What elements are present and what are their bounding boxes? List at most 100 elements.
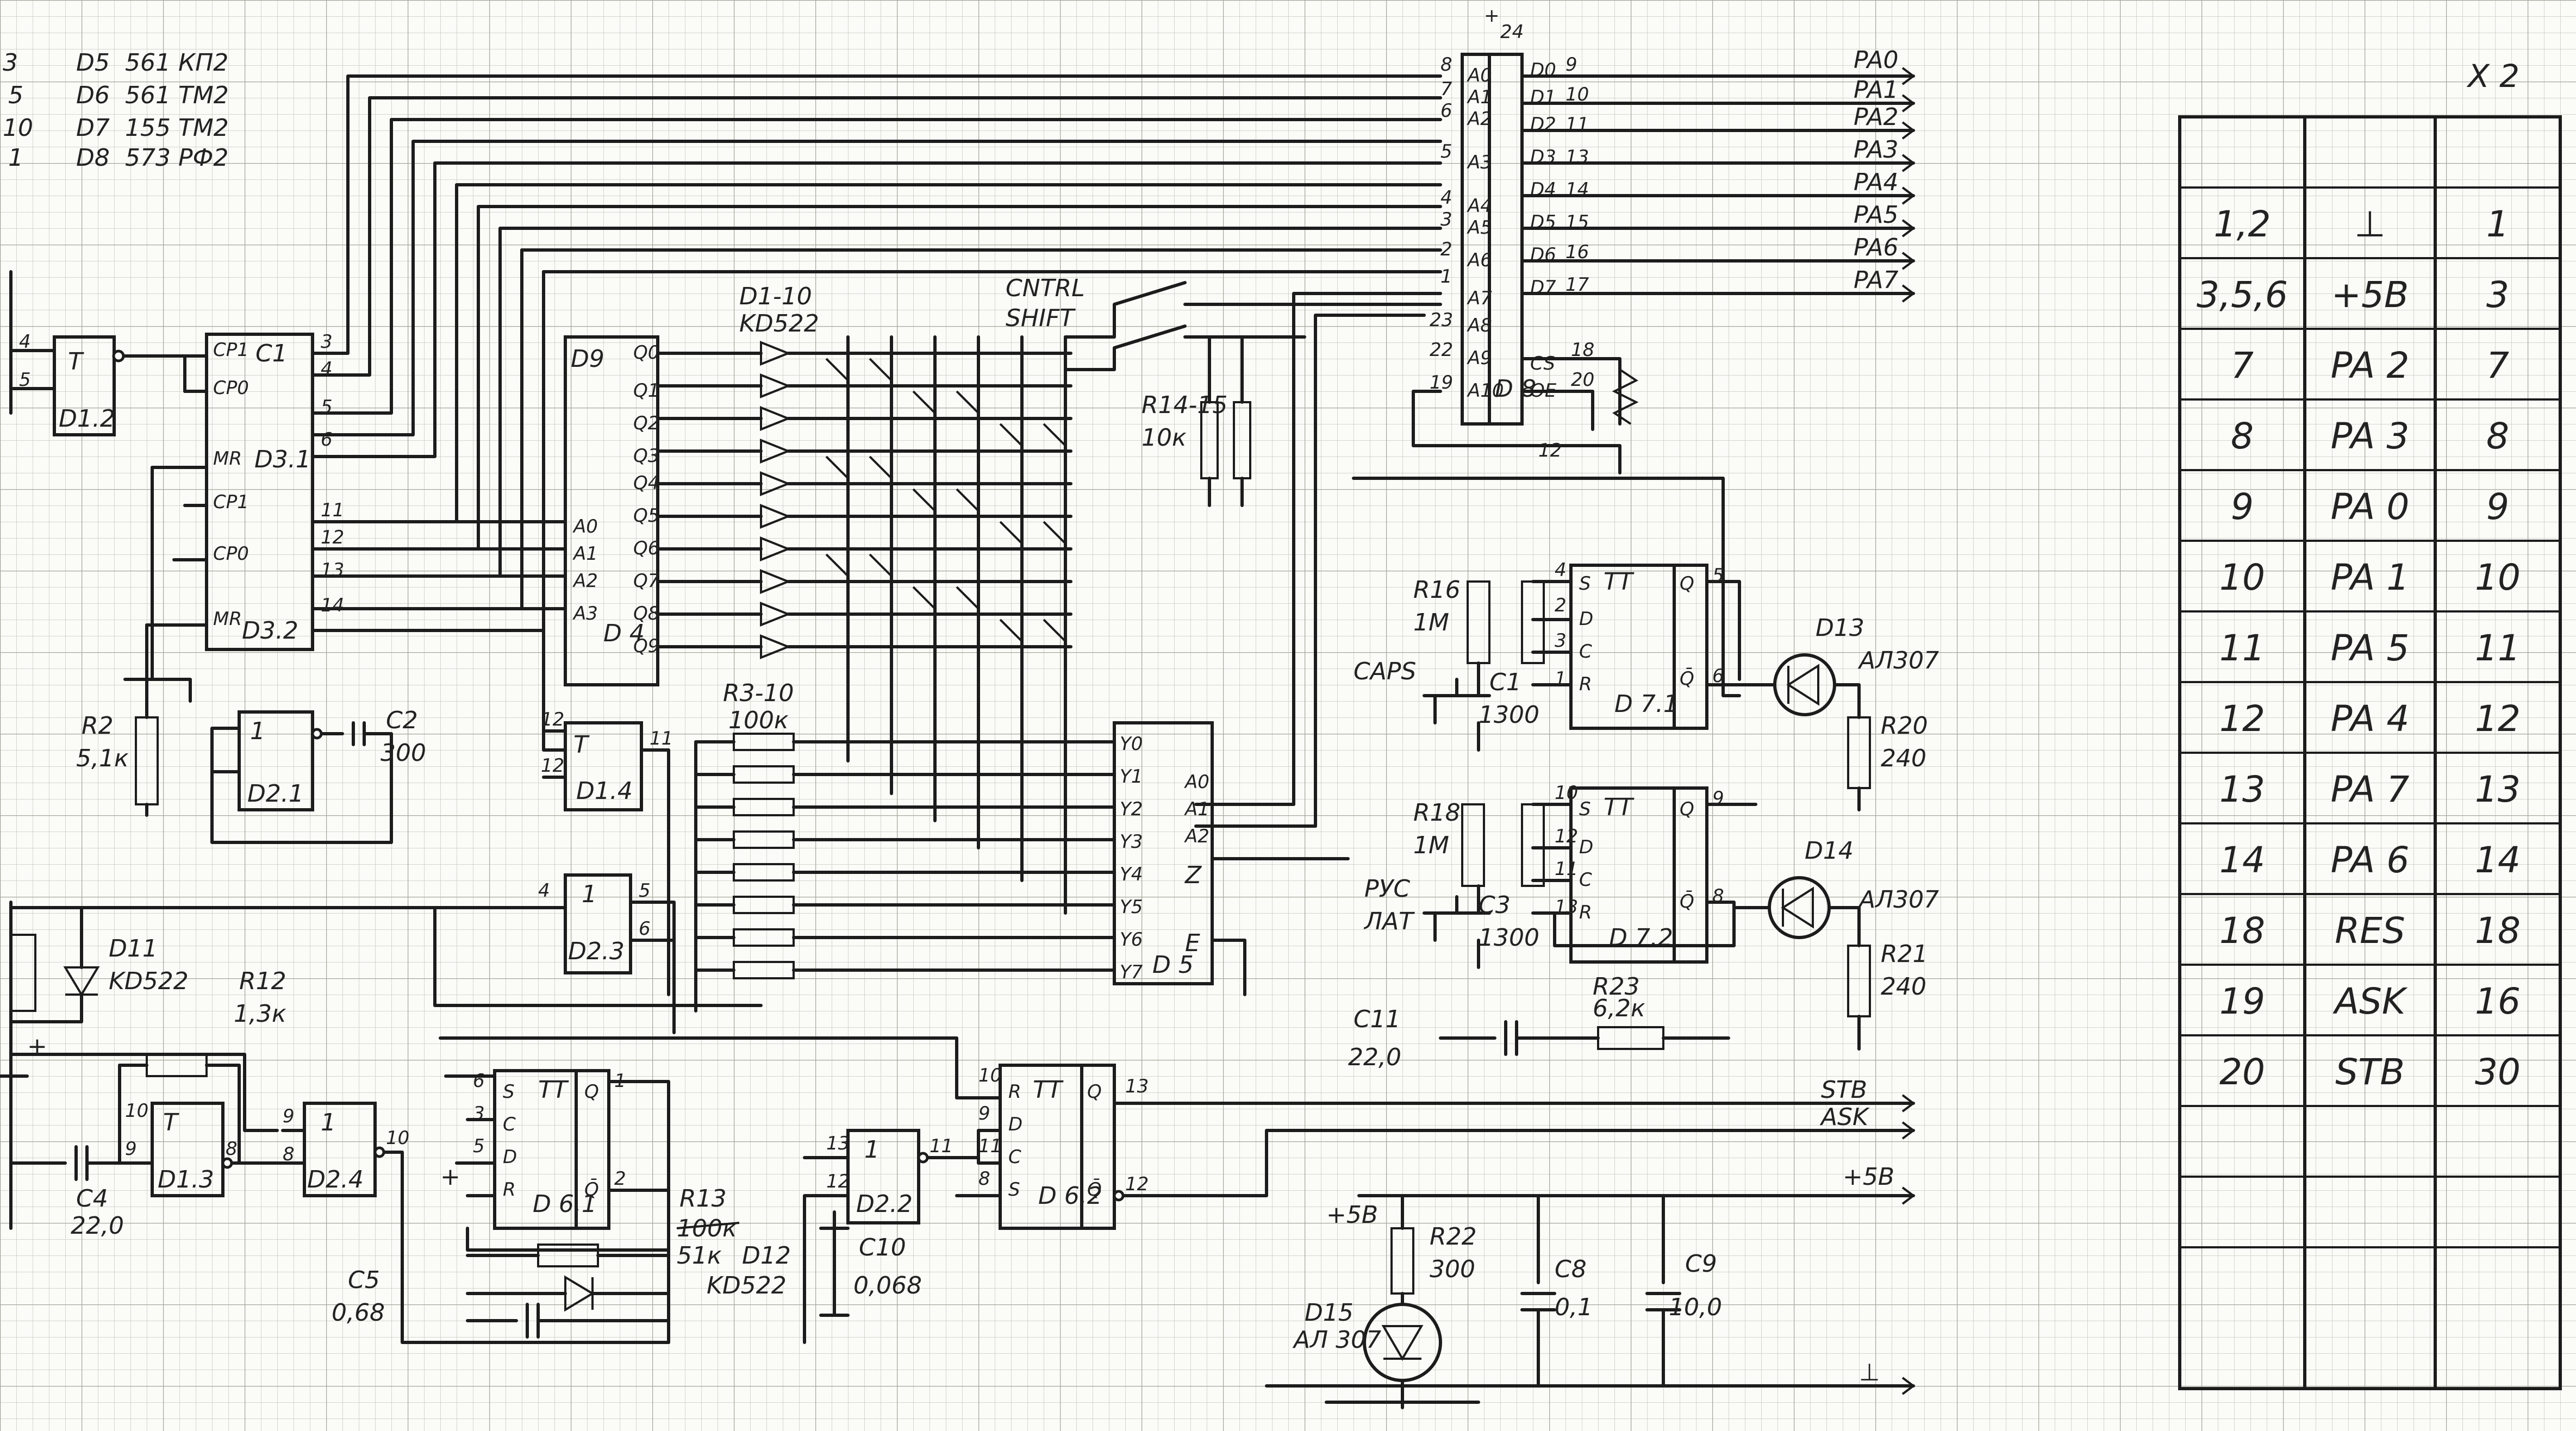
plus5v-label: +5В xyxy=(1326,1201,1378,1229)
svg-text:5: 5 xyxy=(1712,565,1724,586)
connector-number: 7 xyxy=(2486,345,2509,386)
svg-text:12: 12 xyxy=(541,755,564,777)
svg-text:Q0: Q0 xyxy=(633,342,659,364)
svg-text:8: 8 xyxy=(283,1143,295,1165)
connector-number: 8 xyxy=(2486,415,2509,457)
svg-text:A9: A9 xyxy=(1467,347,1492,369)
r23-val: 6,2к xyxy=(1593,995,1645,1022)
svg-text:Y3: Y3 xyxy=(1120,831,1143,853)
svg-text:A0: A0 xyxy=(572,516,598,538)
c5-ref: C5 xyxy=(348,1266,380,1294)
d15-part: АЛ 307 xyxy=(1292,1326,1381,1354)
svg-text:Y5: Y5 xyxy=(1120,896,1143,918)
svg-text:Q4: Q4 xyxy=(633,472,659,494)
svg-text:1: 1 xyxy=(321,1109,336,1136)
matrix-ref: D1-10 xyxy=(739,283,812,310)
svg-text:13: 13 xyxy=(321,559,344,581)
svg-text:Q: Q xyxy=(1680,573,1694,595)
c11-ref: C11 xyxy=(1354,1005,1401,1033)
svg-text:20: 20 xyxy=(1571,369,1594,391)
svg-text:D: D xyxy=(1008,1114,1022,1135)
svg-text:A0: A0 xyxy=(1184,771,1209,793)
chip-label: D2.3 xyxy=(568,938,625,965)
connector-signal: +5В xyxy=(2331,274,2409,316)
svg-text:TT: TT xyxy=(1604,793,1635,821)
pullup-r14-15: R14-15 10к xyxy=(1142,335,1251,507)
svg-text:4: 4 xyxy=(321,358,333,380)
svg-text:Q̄: Q̄ xyxy=(1680,667,1694,690)
d11-part: KD522 xyxy=(109,967,189,995)
svg-text:10: 10 xyxy=(125,1100,148,1122)
c10-val: 0,068 xyxy=(853,1272,922,1299)
connector-number: 13 xyxy=(2475,768,2521,810)
svg-text:3: 3 xyxy=(321,331,333,353)
connector-number: 10 xyxy=(2475,557,2521,598)
svg-text:CP1: CP1 xyxy=(213,491,249,513)
svg-text:9: 9 xyxy=(1712,788,1724,809)
svg-text:R: R xyxy=(1579,673,1592,695)
pa-label: PA0 xyxy=(1854,46,1898,74)
parts-chip: D5 xyxy=(76,49,110,77)
c2-val: 300 xyxy=(381,739,426,767)
stb-label: STB xyxy=(1821,1076,1867,1104)
connector-signal: RES xyxy=(2335,910,2405,952)
svg-text:C: C xyxy=(503,1114,516,1135)
svg-text:11: 11 xyxy=(930,1135,953,1157)
r14-15-val: 10к xyxy=(1142,424,1187,452)
connector-pin: 9 xyxy=(2231,486,2254,528)
svg-text:1: 1 xyxy=(1440,266,1452,288)
parts-list: 3 D5 561 КП2 5 D6 561 ТМ2 10 D7 155 ТМ2 … xyxy=(3,49,229,172)
c1-ref: C1 xyxy=(1489,668,1521,696)
svg-text:A2: A2 xyxy=(1184,826,1209,847)
svg-text:Q5: Q5 xyxy=(633,505,659,527)
c9-ref: C9 xyxy=(1685,1250,1717,1278)
svg-text:13: 13 xyxy=(1125,1076,1149,1097)
svg-text:C: C xyxy=(1579,641,1592,663)
connector-pin: 7 xyxy=(2231,345,2254,386)
r12-ref: R12 xyxy=(239,967,286,995)
c1-val: 1300 xyxy=(1479,701,1539,729)
pa-bus: PA0 PA1 PA2 PA3 PA4 PA5 PA6 PA7 xyxy=(1520,46,1916,303)
pa-label: PA3 xyxy=(1854,136,1898,164)
parts-type: 561 ТМ2 xyxy=(125,82,229,109)
svg-text:TT: TT xyxy=(538,1076,569,1104)
svg-text:10: 10 xyxy=(978,1065,1002,1086)
output-rails: STB ASK +5В ⊥ xyxy=(1265,1076,1916,1395)
svg-text:2: 2 xyxy=(1440,239,1452,260)
connector-signal: PA 0 xyxy=(2331,486,2410,528)
svg-text:7: 7 xyxy=(1440,78,1452,100)
chip-label: D 8 xyxy=(1495,375,1536,403)
svg-text:TT: TT xyxy=(1033,1076,1064,1104)
chip-label: D2.1 xyxy=(247,780,304,808)
chip-d1-2: T D1.2 45 xyxy=(9,331,186,436)
power-section: +5В R22 300 D15 АЛ 307 C8 0,1 C9 10,0 xyxy=(1292,1194,1722,1409)
chip-label: D9 xyxy=(571,345,604,373)
svg-text:A8: A8 xyxy=(1467,315,1492,336)
connector-signal: ASK xyxy=(2332,980,2408,1022)
connector-pin: 19 xyxy=(2219,980,2265,1022)
chip-label: D 6.2 xyxy=(1038,1182,1102,1210)
connector-number: 1 xyxy=(2486,203,2509,245)
svg-text:C: C xyxy=(1008,1146,1021,1168)
svg-text:Y4: Y4 xyxy=(1120,864,1143,885)
resistor-array: R3-10 100к xyxy=(694,679,1116,1013)
parts-type: 561 КП2 xyxy=(125,49,228,77)
svg-text:S: S xyxy=(503,1081,515,1103)
svg-text:9: 9 xyxy=(1565,54,1577,76)
c3-val: 1300 xyxy=(1479,924,1539,952)
parts-ref: 1 xyxy=(8,144,23,172)
parts-ref: 10 xyxy=(3,114,33,142)
svg-text:MR: MR xyxy=(213,608,242,630)
svg-text:S: S xyxy=(1008,1179,1020,1201)
c4-val: 22,0 xyxy=(71,1212,124,1240)
svg-text:Y2: Y2 xyxy=(1120,798,1143,820)
svg-text:8: 8 xyxy=(1712,885,1724,907)
chip-label: D1.3 xyxy=(158,1166,214,1193)
svg-text:Q3: Q3 xyxy=(633,445,659,467)
svg-text:9: 9 xyxy=(283,1105,295,1127)
